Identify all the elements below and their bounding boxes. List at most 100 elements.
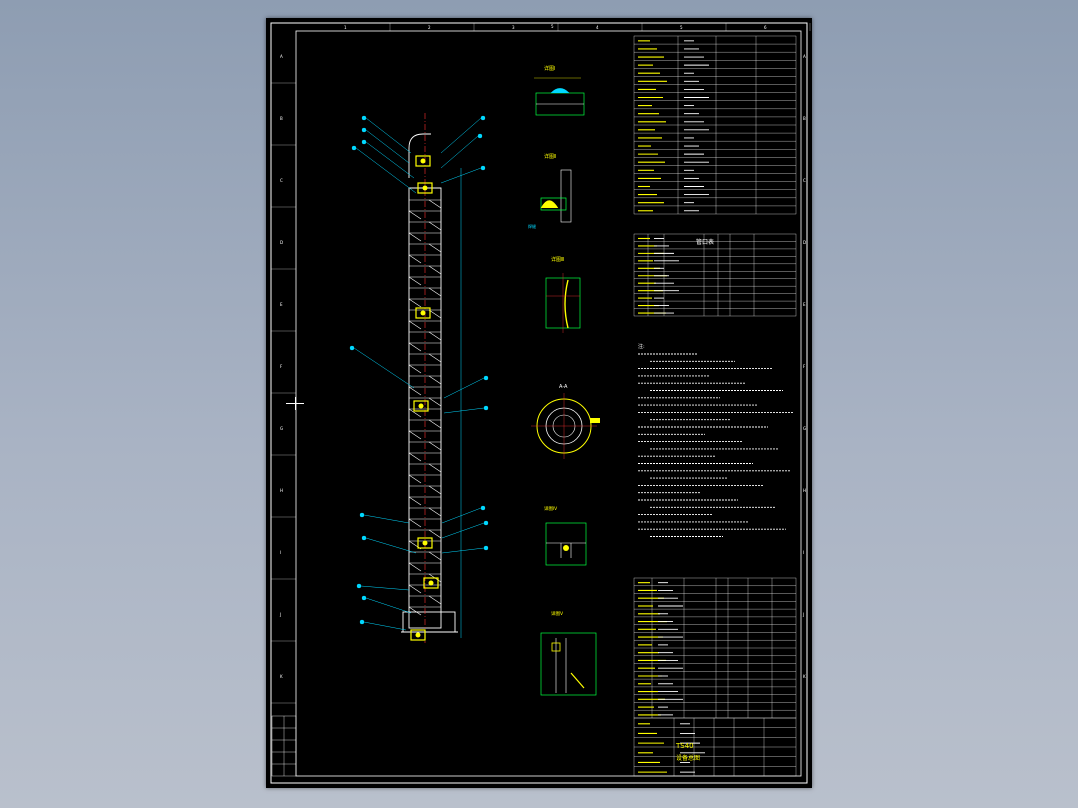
zone-letter-right: D — [803, 240, 806, 245]
downcomer — [428, 199, 442, 209]
title-block-name: TS40 — [675, 742, 694, 750]
downcomer — [408, 232, 422, 242]
right-tables — [633, 35, 797, 777]
nozzle-marker — [413, 400, 429, 412]
leader-line — [365, 141, 415, 179]
balloon — [359, 512, 365, 518]
balloon — [483, 405, 489, 411]
balloon — [483, 520, 489, 526]
downcomer — [408, 386, 422, 396]
zone-letter-left: F — [280, 364, 283, 369]
balloon — [359, 619, 365, 625]
zone-letter-left: B — [280, 116, 283, 121]
downcomer — [428, 463, 442, 473]
balloon — [361, 595, 367, 601]
design-data-table — [633, 35, 797, 215]
zone-letter-right: H — [803, 488, 806, 493]
detail-view-3: 详图Ⅲ — [545, 256, 581, 333]
svg-text:详图Ⅳ: 详图Ⅳ — [544, 505, 558, 512]
balloon — [356, 583, 362, 589]
downcomer — [428, 551, 442, 561]
zone-letter-left: K — [280, 674, 283, 679]
zone-letter-left: G — [280, 426, 283, 431]
zone-letter-left: D — [280, 240, 283, 245]
downcomer — [428, 243, 442, 253]
downcomer — [428, 397, 442, 407]
balloon — [361, 127, 367, 133]
downcomer — [428, 221, 442, 231]
downcomer — [408, 606, 422, 616]
notes-title: 注: — [638, 343, 645, 350]
balloon — [483, 375, 489, 381]
zone-letter-right: G — [803, 426, 806, 431]
downcomer — [408, 518, 422, 528]
downcomer — [428, 331, 442, 341]
nozzle-dot — [420, 158, 426, 164]
balloon — [361, 139, 367, 145]
downcomer — [408, 496, 422, 506]
balloon — [480, 115, 486, 121]
downcomer — [408, 364, 422, 374]
zone-letter-right: E — [803, 302, 806, 307]
nozzle-marker — [423, 577, 439, 589]
svg-text:详图Ⅰ: 详图Ⅰ — [544, 65, 555, 72]
zone-number: 2 — [428, 25, 431, 30]
downcomer — [428, 485, 442, 495]
downcomer — [428, 265, 442, 275]
svg-text:A-A: A-A — [559, 384, 568, 390]
nozzle-dot — [422, 185, 428, 191]
zone-number: 5 — [680, 25, 683, 30]
leader-line — [441, 507, 482, 524]
svg-text:焊缝: 焊缝 — [528, 223, 536, 229]
downcomer — [428, 353, 442, 363]
zone-number: 6 — [764, 25, 767, 30]
balloon — [361, 535, 367, 541]
leader-line — [441, 547, 485, 554]
outer-border — [270, 22, 808, 784]
leader-line — [353, 347, 415, 389]
nozzle-dot — [418, 403, 424, 409]
balloon — [483, 545, 489, 551]
nozzle-table — [633, 233, 797, 317]
detail-view-4: 详图Ⅳ — [544, 505, 587, 566]
leader-line — [363, 621, 407, 631]
downcomer — [408, 342, 422, 352]
nozzle-dot — [420, 310, 426, 316]
downcomer — [428, 595, 442, 605]
downcomer — [408, 430, 422, 440]
nozzle-marker — [410, 629, 426, 641]
downcomer — [428, 287, 442, 297]
downcomer — [428, 309, 442, 319]
downcomer — [408, 298, 422, 308]
svg-text:5: 5 — [551, 24, 554, 29]
zone-letter-left: A — [280, 54, 283, 59]
svg-text:详图Ⅲ: 详图Ⅲ — [551, 256, 564, 263]
zone-letter-right: F — [803, 364, 806, 369]
title-block — [633, 717, 797, 777]
leader-line — [365, 129, 410, 164]
leader-line — [365, 597, 412, 614]
zone-letter-right: A — [803, 54, 806, 59]
leader-line — [365, 537, 417, 554]
detail-view-2: 详图Ⅱ 焊缝 — [528, 153, 572, 229]
section-view-a: A-A — [531, 384, 600, 459]
downcomer — [428, 419, 442, 429]
downcomer — [428, 441, 442, 451]
zone-letter-right: K — [803, 674, 806, 679]
downcomer — [428, 529, 442, 539]
leader-line — [355, 147, 417, 194]
zone-number: 3 — [512, 25, 515, 30]
leader-line — [440, 167, 482, 184]
leader-line — [440, 117, 482, 154]
zone-number: 1 — [344, 25, 347, 30]
downcomer — [408, 276, 422, 286]
zone-letter-left: I — [280, 550, 281, 555]
detail-view-1: 详图Ⅰ — [534, 65, 585, 116]
zone-letter-right: J — [802, 612, 804, 617]
title-block-subtitle: 设备总图 — [676, 754, 700, 762]
downcomer — [428, 507, 442, 517]
nozzle-marker — [417, 182, 433, 194]
